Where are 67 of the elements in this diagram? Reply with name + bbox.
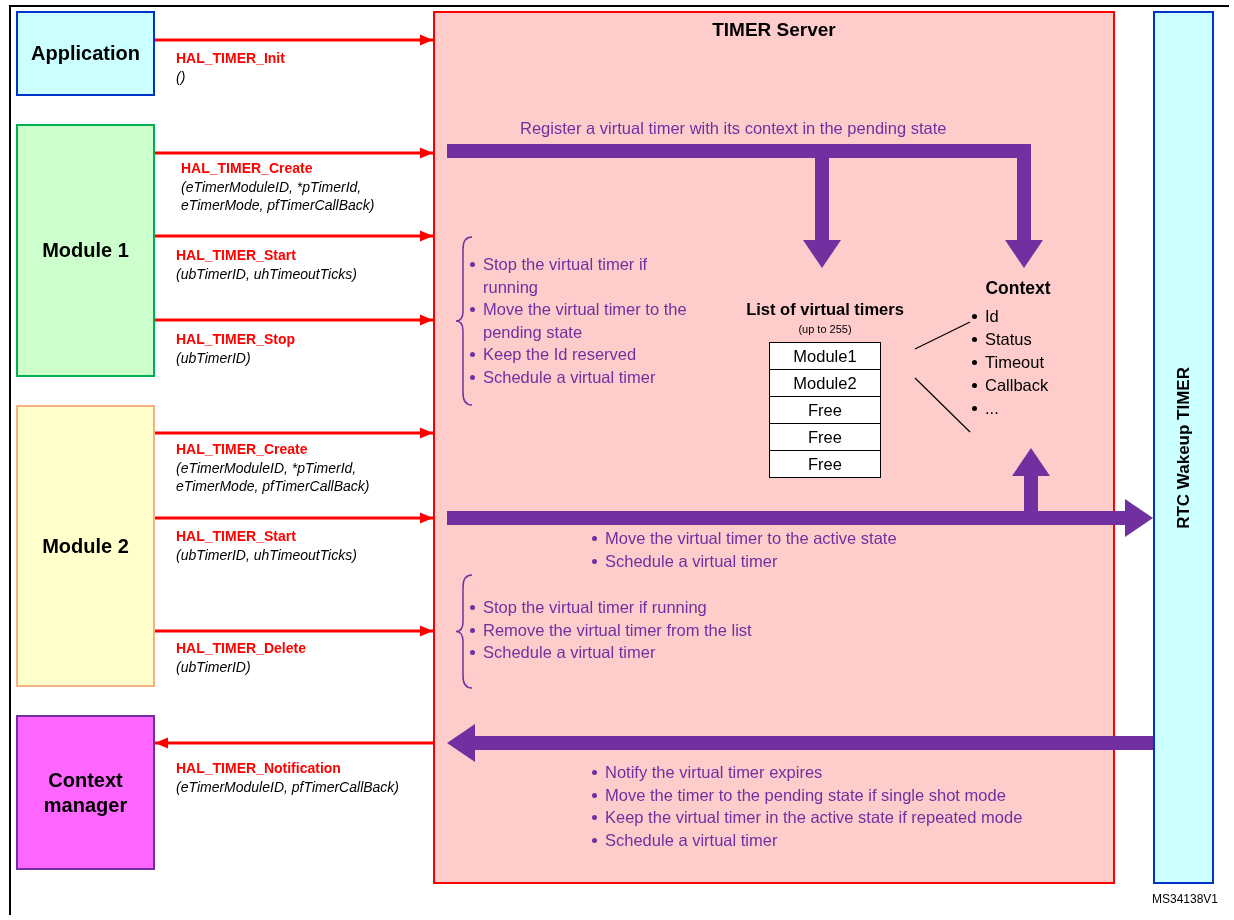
edge-label: HAL_TIMER_Init: [176, 50, 285, 66]
table-cell: Free: [769, 450, 881, 478]
edge-label: HAL_TIMER_Start: [176, 528, 296, 544]
figure-id: MS34138V1: [1152, 892, 1220, 906]
edge-label: Register a virtual timer with its context in the pending state: [520, 119, 947, 138]
arrow: [155, 314, 433, 326]
list-title: List of virtual timers: [745, 300, 905, 319]
list-item: Id: [985, 307, 999, 325]
list-item: Move the virtual timer to the pending state: [483, 299, 688, 343]
list-item: Keep the virtual timer in the active state if repeated mode: [605, 807, 1024, 829]
list-item: Schedule a virtual timer: [605, 829, 779, 851]
arrow: [155, 625, 433, 637]
list-item: Notify the virtual timer expires: [605, 762, 824, 783]
parameter-text: (eTimerModuleID, pfTimerCallBack): [176, 778, 400, 796]
node-label: RTC Wakeup TIMER: [1173, 366, 1194, 529]
list-item: Timeout: [985, 353, 1044, 371]
parameter-text: (eTimerModuleID, *pTimerId, eTimerMode, pfTimerCallBack): [181, 178, 376, 214]
timer-bar: [1153, 11, 1214, 884]
edge-label: HAL_TIMER_Create: [181, 160, 313, 176]
parameter-text: (ubTimerID, uhTimeoutTicks): [176, 265, 357, 283]
table-cell: Free: [769, 423, 881, 451]
parameter-text: (ubTimerID, uhTimeoutTicks): [176, 546, 357, 564]
list-item: Schedule a virtual timer: [605, 550, 779, 572]
arrow: [155, 230, 433, 242]
edge-label: HAL_TIMER_Notification: [176, 760, 341, 776]
table-cell: Free: [769, 396, 881, 424]
server-panel: [433, 11, 1115, 884]
list-item: Move the timer to the pending state if single shot mode: [605, 784, 1007, 806]
connector-line: [914, 377, 971, 433]
arrow: [155, 147, 433, 159]
parameter-text: (ubTimerID): [176, 349, 251, 367]
process-box: [16, 11, 155, 96]
node-label: Module 2: [42, 533, 129, 559]
node-label: Context manager: [42, 767, 129, 818]
list-item: ...: [985, 399, 999, 417]
table-cell: Module1: [769, 342, 881, 370]
list-item: Move the virtual timer to the active state: [605, 528, 898, 549]
arrow: [155, 427, 433, 439]
list-note: (up to 255): [797, 323, 853, 335]
arrow: [155, 737, 433, 749]
edge-label: HAL_TIMER_Start: [176, 247, 296, 263]
list-item: Stop the virtual timer if running: [483, 597, 708, 618]
list-item: Remove the virtual timer from the list: [483, 619, 753, 641]
list-item: Keep the Id reserved: [483, 344, 638, 366]
module-box: [16, 405, 155, 687]
node-label: Module 1: [42, 238, 129, 263]
table-cell: Module2: [769, 369, 881, 397]
connector-line: [914, 321, 971, 350]
list-item: Status: [985, 330, 1032, 348]
module-box: [16, 124, 155, 377]
list-item: Schedule a virtual timer: [483, 642, 657, 664]
edge-label: HAL_TIMER_Create: [176, 441, 308, 457]
arrow: [155, 512, 433, 524]
context-title: Context: [984, 278, 1052, 299]
list-item: Stop the virtual timer if running: [483, 254, 649, 298]
edge-label: HAL_TIMER_Delete: [176, 640, 306, 656]
arrow: [447, 724, 1153, 762]
parameter-text: (): [176, 68, 186, 86]
arrow: [155, 34, 433, 46]
list-item: Callback: [985, 376, 1049, 394]
edge-label: HAL_TIMER_Stop: [176, 331, 295, 347]
parameter-text: (ubTimerID): [176, 658, 251, 676]
node-label: Application: [31, 41, 140, 66]
process-box: [16, 715, 155, 870]
panel-title: TIMER Server: [711, 19, 837, 41]
parameter-text: (eTimerModuleID, *pTimerId, eTimerMode, pfTimerCallBack): [176, 459, 371, 495]
list-item: Schedule a virtual timer: [483, 366, 657, 388]
